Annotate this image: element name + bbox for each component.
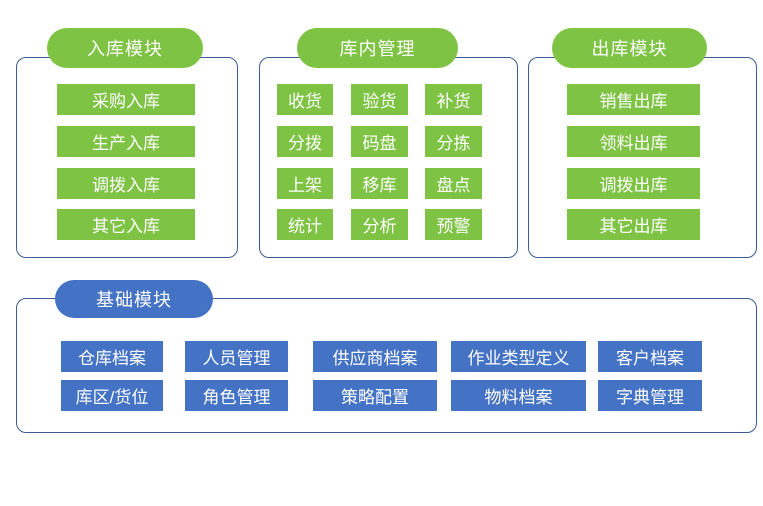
module-item: 调拨出库 — [567, 168, 700, 199]
inbound-header-label: 入库模块 — [87, 39, 163, 59]
module-item: 验货 — [351, 84, 408, 115]
outbound-header-label: 出库模块 — [591, 39, 668, 59]
module-item: 盘点 — [425, 168, 482, 199]
module-item: 码盘 — [351, 126, 408, 157]
module-item: 采购入库 — [57, 84, 195, 115]
module-item: 销售出库 — [567, 84, 700, 115]
module-item: 供应商档案 — [313, 341, 437, 372]
module-item: 客户档案 — [598, 341, 702, 372]
base-header-pill: 基础模块 — [55, 280, 213, 318]
module-item: 调拨入库 — [57, 168, 195, 199]
module-item: 统计 — [277, 209, 333, 240]
module-item: 分拣 — [425, 126, 482, 157]
module-item: 领料出库 — [567, 126, 700, 157]
inbound-header-pill: 入库模块 — [47, 28, 203, 68]
module-item: 分拨 — [277, 126, 333, 157]
module-item: 字典管理 — [598, 380, 702, 411]
in-warehouse-header-pill: 库内管理 — [297, 28, 458, 68]
module-item: 人员管理 — [185, 341, 288, 372]
module-item: 移库 — [351, 168, 408, 199]
module-item: 其它出库 — [567, 209, 700, 240]
base-header-label: 基础模块 — [96, 290, 172, 310]
module-item: 物料档案 — [451, 380, 586, 411]
module-item: 库区/货位 — [61, 380, 163, 411]
outbound-header-pill: 出库模块 — [552, 28, 707, 68]
module-item: 其它入库 — [57, 209, 195, 240]
module-item: 上架 — [277, 168, 333, 199]
module-item: 角色管理 — [185, 380, 288, 411]
module-item: 补货 — [425, 84, 482, 115]
module-item: 分析 — [351, 209, 408, 240]
in-warehouse-header-label: 库内管理 — [339, 39, 416, 59]
module-item: 收货 — [277, 84, 333, 115]
module-item: 预警 — [425, 209, 482, 240]
module-item: 生产入库 — [57, 126, 195, 157]
module-item: 策略配置 — [313, 380, 437, 411]
module-item: 作业类型定义 — [451, 341, 586, 372]
module-item: 仓库档案 — [61, 341, 163, 372]
